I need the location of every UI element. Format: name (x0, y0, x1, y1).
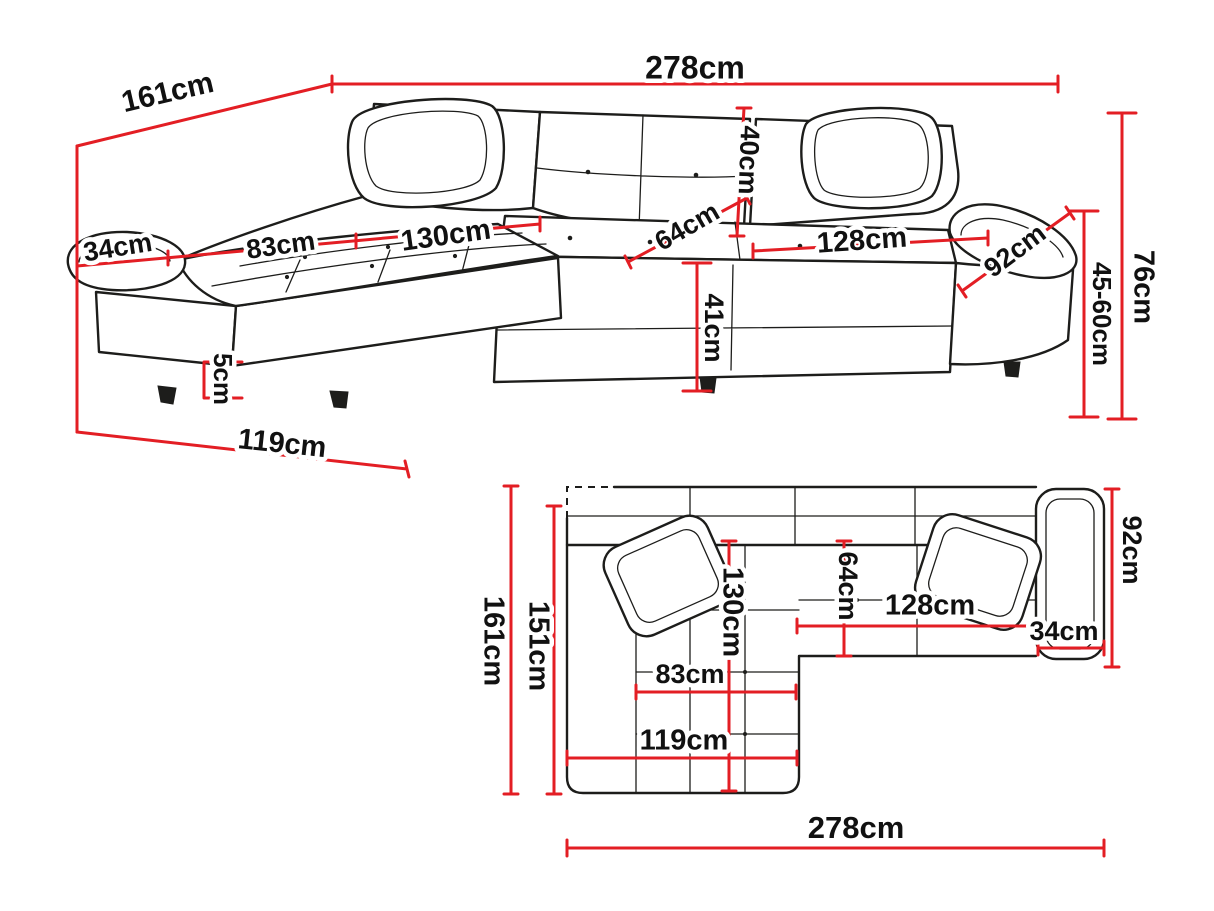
dim-line-64-top-view (835, 539, 853, 658)
top-dimension-labels: 161cm 151cm 130cm 64cm 128cm 34cm 92cm 8… (473, 511, 1152, 850)
label-plan-armrest-width: 34cm (1029, 616, 1098, 646)
base-front-main (492, 254, 958, 384)
label-plan-total-width: 278cm (808, 810, 905, 845)
label-seat-height: 41cm (699, 293, 729, 362)
chaise-left-edge (176, 194, 368, 262)
backrest-mid-seams (536, 114, 747, 230)
dim-line-5 (202, 360, 244, 400)
label-plan-chaise-total-width: 119cm (640, 725, 729, 757)
pillow-right-seam (814, 117, 929, 198)
dim-line-128-top-view (795, 617, 1040, 635)
dim-line-41 (681, 261, 713, 393)
dim-line-34-top-view (1036, 639, 1106, 657)
label-total-width: 278cm (645, 49, 745, 85)
dim-line-76 (1106, 111, 1138, 421)
label-armrest-height-range: 45-60cm (1087, 262, 1117, 366)
label-plan-seat-depth: 64cm (833, 551, 863, 620)
armrest-right-pad (948, 203, 1078, 280)
dim-line-128 (751, 229, 990, 260)
label-right-seat-width: 128cm (816, 222, 908, 260)
armrest-left-seam (78, 242, 171, 263)
chaise-base-right-face (230, 256, 563, 368)
armrest-right-seam (960, 217, 1064, 258)
chaise-seat-cushion (176, 222, 560, 308)
dim-line-161-diagonal (75, 82, 334, 148)
seat-main-seam (734, 221, 741, 261)
dim-line-34-83-130 (75, 215, 542, 275)
sofa-perspective-drawing (66, 97, 1078, 409)
top-dimension-lines (502, 484, 1121, 858)
dim-line-151 (545, 504, 563, 796)
pillow-left (346, 97, 506, 209)
sofa-legs (157, 361, 1021, 409)
dim-line-130-top-view (720, 539, 738, 793)
dim-line-119-top-view (565, 749, 799, 767)
dim-line-40 (728, 106, 753, 238)
dim-line-83-top-view (634, 683, 798, 701)
sofa-top-drawing (565, 485, 1106, 795)
label-total-height: 76cm (1127, 250, 1159, 324)
dim-line-119-bottom (75, 430, 411, 479)
label-backrest-height: 40cm (733, 125, 765, 195)
label-chaise-total-width: 119cm (236, 423, 328, 464)
label-leg-height: 5cm (208, 353, 238, 405)
pillow-left-seam (364, 110, 488, 194)
top-view: 161cm 151cm 130cm 64cm 128cm 34cm 92cm 8… (473, 484, 1152, 858)
label-total-depth: 161cm (118, 66, 216, 119)
label-plan-inner-depth: 151cm (522, 601, 554, 691)
dim-line-64 (623, 190, 752, 270)
chaise-seat-seams (211, 232, 547, 293)
perspective-view: 278cm 161cm 34cm 83cm 130cm 40cm 64cm 12… (66, 45, 1164, 479)
plan-hidden-corner (566, 486, 614, 518)
base-front-seam (496, 264, 953, 371)
chaise-seat-buttons (284, 235, 471, 280)
dim-line-278-bottom (565, 838, 1106, 858)
pillow-right (800, 106, 943, 210)
label-plan-right-side-depth: 92cm (1117, 515, 1147, 584)
dim-line-92 (956, 205, 1076, 299)
label-plan-chaise-length: 130cm (716, 567, 748, 657)
label-plan-right-seat-width: 128cm (885, 590, 975, 622)
label-plan-chaise-cushion-width: 83cm (655, 659, 724, 689)
dim-line-161-top-view (502, 484, 520, 796)
dim-line-92-top-view (1103, 487, 1121, 669)
label-plan-total-depth: 161cm (477, 596, 509, 686)
perspective-dimension-lines (75, 74, 1138, 479)
plan-chaise-grid (635, 544, 800, 794)
plan-pillow-right (913, 513, 1043, 631)
dim-line-45-60 (1068, 209, 1100, 419)
plan-pillow-left (602, 514, 734, 638)
plan-outer-outline (565, 485, 1038, 795)
